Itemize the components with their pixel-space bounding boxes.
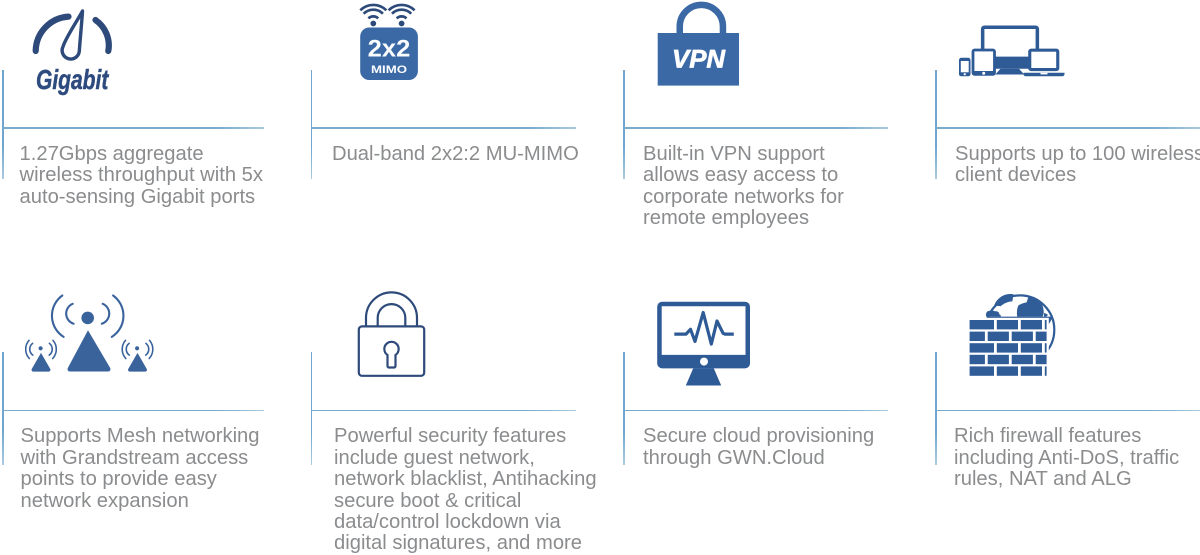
svg-text:MIMO: MIMO — [371, 64, 407, 76]
svg-text:VPN: VPN — [672, 46, 726, 74]
svg-text:2x2: 2x2 — [368, 36, 411, 63]
